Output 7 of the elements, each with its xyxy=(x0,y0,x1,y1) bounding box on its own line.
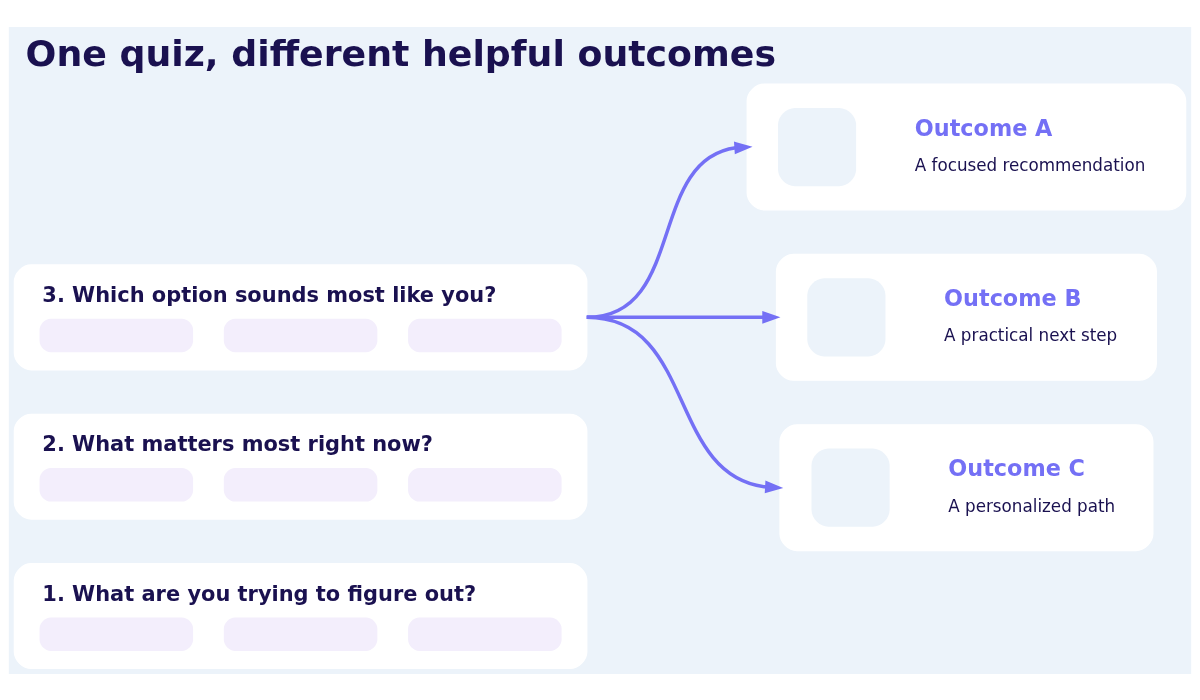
node-box: Outcome B A practical next step xyxy=(775,253,1157,381)
arrow xyxy=(586,141,753,319)
arrow xyxy=(586,315,784,493)
node-box: Outcome A A focused recommendation xyxy=(746,83,1187,211)
node-box: 3. Which option sounds most like you? xyxy=(13,263,588,370)
node-box: Outcome C A personalized path xyxy=(779,423,1154,551)
diagram-title: One quiz, different helpful outcomes xyxy=(25,31,777,75)
